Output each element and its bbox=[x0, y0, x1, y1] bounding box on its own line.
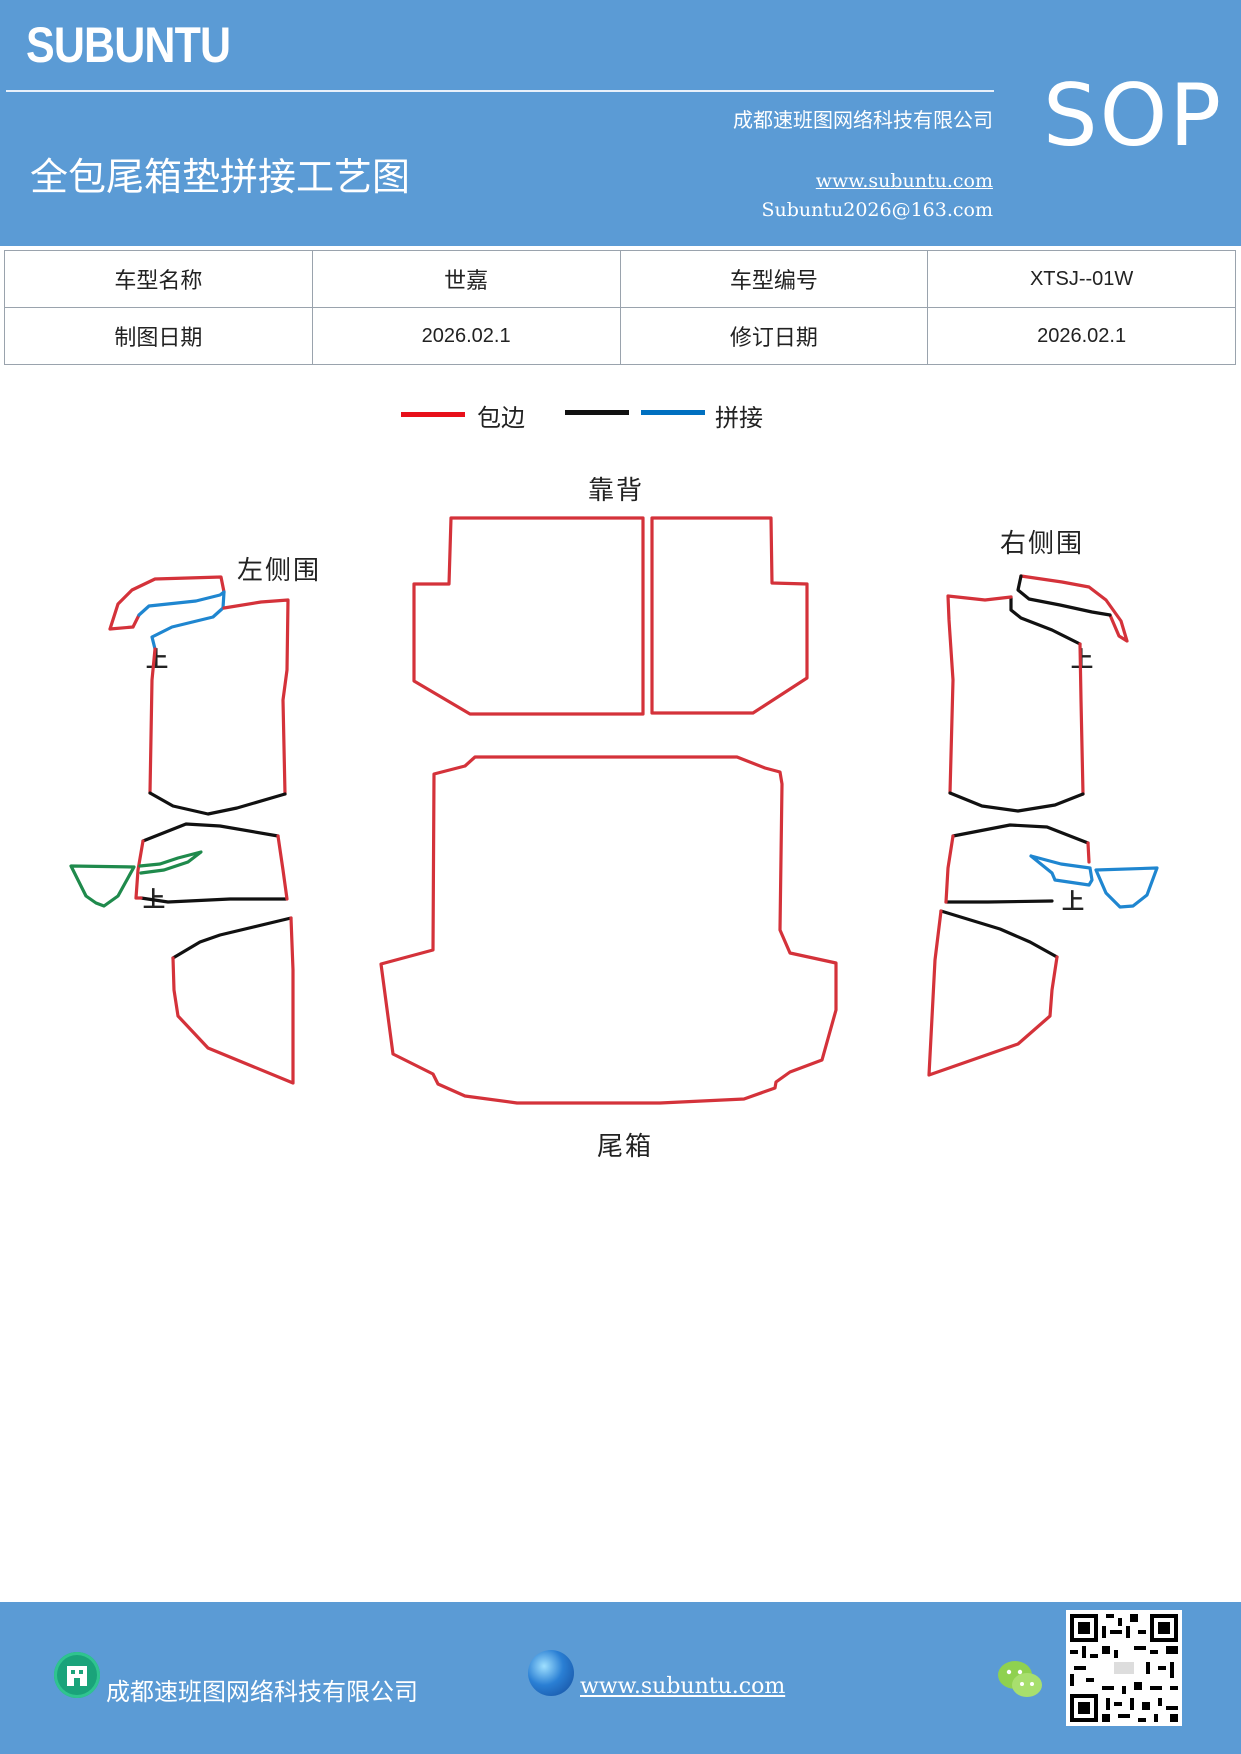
right-side-flap bbox=[1094, 866, 1159, 909]
right-side-main-seam bbox=[948, 791, 1085, 813]
wechat-icon[interactable] bbox=[996, 1658, 1044, 1702]
legend-swatch-red bbox=[401, 412, 465, 417]
header-website-link[interactable]: www.subuntu.com bbox=[815, 170, 993, 192]
up-mark: 上 bbox=[1062, 890, 1087, 915]
label-right-side: 右侧围 bbox=[1000, 529, 1085, 559]
right-side-bottom-edge bbox=[927, 909, 1059, 1077]
trunk-floor-panel bbox=[379, 755, 838, 1105]
label-left-side: 左侧围 bbox=[237, 556, 322, 586]
legend: 包边 拼接 bbox=[0, 398, 1241, 438]
table-cell: 世嘉 bbox=[311, 250, 621, 308]
legend-label: 包边 bbox=[477, 404, 525, 432]
table-cell: 制图日期 bbox=[4, 307, 313, 365]
table-cell: 修订日期 bbox=[619, 307, 929, 365]
legend-label: 拼接 bbox=[715, 404, 763, 432]
header-email: Subuntu2026@163.com bbox=[761, 199, 993, 221]
backrest-right-panel bbox=[650, 516, 809, 715]
header-divider bbox=[6, 90, 994, 92]
up-mark: 上 bbox=[146, 648, 171, 673]
building-icon bbox=[54, 1652, 100, 1698]
brand-logo: SUBUNTU bbox=[26, 17, 231, 73]
left-side-middle-green-seam bbox=[138, 850, 203, 875]
left-side-middle-edge bbox=[134, 834, 289, 901]
table-row: 车型名称 世嘉 车型编号 XTSJ--01W bbox=[4, 250, 1236, 308]
qr-code bbox=[1066, 1610, 1182, 1726]
label-backrest: 靠背 bbox=[588, 476, 645, 506]
right-side-top-strip-edge bbox=[1019, 574, 1129, 643]
header-company: 成都速班图网络科技有限公司 bbox=[733, 108, 993, 132]
footer-company: 成都速班图网络科技有限公司 bbox=[106, 1678, 418, 1706]
left-side-flap bbox=[69, 864, 136, 908]
table-cell: 2026.02.1 bbox=[311, 307, 621, 365]
left-side-top-strip-edge bbox=[108, 575, 226, 631]
table-row: 制图日期 2026.02.1 修订日期 2026.02.1 bbox=[4, 307, 1236, 365]
left-side-main-seam bbox=[148, 791, 287, 816]
header-banner: SUBUNTU 成都速班图网络科技有限公司 全包尾箱垫拼接工艺图 www.sub… bbox=[0, 0, 1241, 246]
footer-website-link[interactable]: www.subuntu.com bbox=[580, 1674, 786, 1699]
table-cell: 车型编号 bbox=[619, 250, 929, 308]
table-cell: XTSJ--01W bbox=[927, 250, 1236, 308]
right-side-top-strip-seam bbox=[1009, 574, 1112, 646]
left-side-middle-seam bbox=[139, 822, 288, 904]
legend-swatch-black bbox=[565, 410, 629, 415]
right-side-middle-blue-seam bbox=[1029, 854, 1094, 887]
right-side-middle-edge bbox=[944, 834, 1091, 904]
right-side-main-edge bbox=[946, 594, 1085, 796]
up-mark: 上 bbox=[1071, 648, 1096, 673]
right-side-middle-seam bbox=[944, 823, 1090, 904]
backrest-left-panel bbox=[412, 516, 645, 716]
globe-icon bbox=[528, 1650, 574, 1696]
table-cell: 车型名称 bbox=[4, 250, 313, 308]
left-side-main-edge bbox=[148, 598, 290, 796]
sop-badge: SOP bbox=[1043, 66, 1224, 166]
left-side-top-strip-seam bbox=[137, 590, 226, 651]
right-side-bottom-seam bbox=[939, 909, 1059, 959]
document-title: 全包尾箱垫拼接工艺图 bbox=[30, 155, 411, 199]
left-side-bottom-edge bbox=[171, 916, 295, 1085]
left-side-bottom-seam bbox=[171, 916, 293, 960]
label-trunk: 尾箱 bbox=[597, 1132, 654, 1162]
legend-swatch-blue bbox=[641, 410, 705, 415]
info-table: 车型名称 世嘉 车型编号 XTSJ--01W 制图日期 2026.02.1 修订… bbox=[4, 250, 1236, 365]
footer-banner: 成都速班图网络科技有限公司 www.subuntu.com bbox=[0, 1602, 1241, 1754]
table-cell: 2026.02.1 bbox=[927, 307, 1236, 365]
